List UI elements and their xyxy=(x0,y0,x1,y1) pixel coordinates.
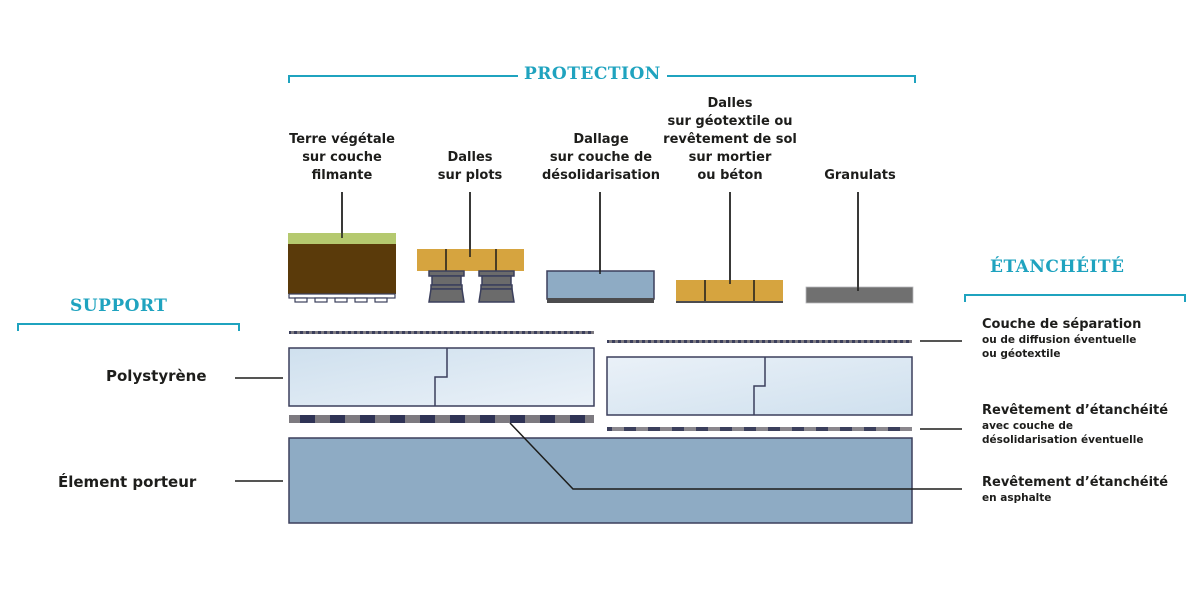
label-line: filmante xyxy=(311,168,373,183)
polystyrene-left xyxy=(288,347,595,407)
label-line: Dallage xyxy=(573,132,629,147)
label-main: Couche de séparation xyxy=(982,317,1142,332)
label-line: Dalles xyxy=(447,150,493,165)
leader-revetement-asphalte xyxy=(509,422,962,490)
asphalte-layer xyxy=(289,415,594,423)
label-granulats: Granulats xyxy=(810,167,910,185)
label-line: sur mortier xyxy=(688,150,772,165)
label-sub: désolidarisation éventuelle xyxy=(982,434,1144,446)
terre-vegetale-icon xyxy=(288,233,396,303)
label-line: Dalles xyxy=(707,96,753,111)
dalles-geotextile-icon xyxy=(676,280,783,303)
label-sub: en asphalte xyxy=(982,492,1052,504)
label-terre-vegetale: Terre végétale sur couche filmante xyxy=(282,131,402,185)
label-element-porteur: Élement porteur xyxy=(58,473,197,491)
label-dalles-geotextile: Dalles sur géotextile ou revêtement de s… xyxy=(660,95,800,185)
label-sub: ou géotextile xyxy=(982,348,1061,360)
label-polystyrene: Polystyrène xyxy=(106,367,207,385)
label-line: désolidarisation xyxy=(541,168,660,183)
support-bracket xyxy=(17,323,240,331)
label-line: sur plots xyxy=(437,168,503,183)
protection-title: PROTECTION xyxy=(518,64,667,84)
label-dalles-sur-plots: Dalles sur plots xyxy=(420,149,520,185)
label-main: Revêtement d’étanchéité xyxy=(982,475,1169,490)
label-sub: ou de diffusion éventuelle xyxy=(982,334,1137,346)
label-couche-separation: Couche de séparation ou de diffusion éve… xyxy=(982,317,1141,361)
support-title: SUPPORT xyxy=(70,296,168,316)
separation-layer-right xyxy=(607,340,912,343)
polystyrene-right xyxy=(606,356,913,416)
label-line: sur couche de xyxy=(549,150,653,165)
dalles-sur-plots-icon xyxy=(417,249,524,303)
label-line: sur géotextile ou xyxy=(667,114,793,129)
label-line: Granulats xyxy=(824,168,896,183)
granulats-icon xyxy=(805,286,914,304)
etancheite-bracket xyxy=(964,294,1186,302)
label-line: ou béton xyxy=(697,168,763,183)
etancheite-title: ÉTANCHÉITÉ xyxy=(990,257,1125,277)
label-dallage: Dallage sur couche de désolidarisation xyxy=(535,131,667,185)
label-sub: avec couche de xyxy=(982,420,1073,432)
label-line: Terre végétale xyxy=(289,132,395,147)
dallage-icon xyxy=(546,270,655,303)
separation-layer-left xyxy=(289,331,594,334)
label-line: revêtement de sol xyxy=(663,132,797,147)
desolidarisation-layer xyxy=(607,427,912,431)
label-revetement-desolidarisation: Revêtement d’étanchéité avec couche de d… xyxy=(982,403,1168,447)
label-main: Revêtement d’étanchéité xyxy=(982,403,1169,418)
label-revetement-asphalte: Revêtement d’étanchéité en asphalte xyxy=(982,475,1168,505)
label-line: sur couche xyxy=(302,150,382,165)
element-porteur-slab xyxy=(288,437,913,524)
